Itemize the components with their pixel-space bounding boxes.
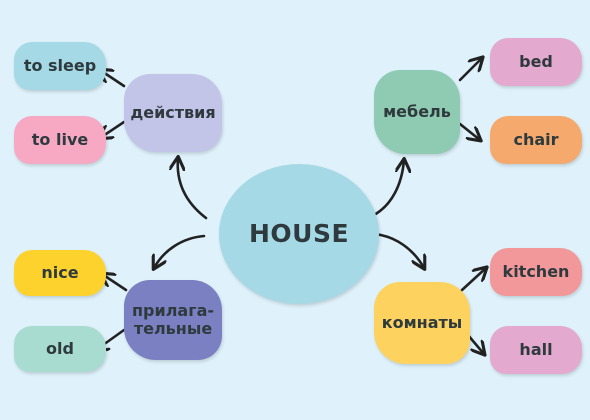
category-rooms: комнаты [374, 282, 470, 364]
leaf-kitchen: kitchen [490, 248, 582, 296]
leaf-old: old [14, 326, 106, 372]
arrow-center-to-actions [178, 158, 208, 220]
arrow-rooms-to-kitchen [460, 268, 486, 292]
leaf-nice: nice [14, 250, 106, 296]
leaf-to-live: to live [14, 116, 106, 164]
leaf-to-live-label: to live [31, 129, 89, 149]
leaf-chair-label: chair [513, 129, 559, 149]
leaf-chair: chair [490, 116, 582, 164]
arrow-center-to-furniture [370, 160, 404, 218]
leaf-old-label: old [46, 338, 74, 358]
category-furniture-label: мебель [383, 101, 451, 121]
leaf-bed: bed [490, 38, 582, 86]
leaf-to-sleep: to sleep [14, 42, 106, 90]
leaf-hall-label: hall [519, 339, 553, 359]
category-adjectives: прилага- тельные [124, 280, 222, 360]
leaf-kitchen-label: kitchen [502, 261, 570, 281]
arrow-adjectives-to-nice [102, 274, 128, 292]
arrow-center-to-rooms [372, 232, 424, 268]
category-actions: действия [124, 74, 222, 152]
arrow-center-to-adjectives [154, 234, 206, 268]
center-label: HOUSE [248, 218, 350, 248]
arrow-furniture-to-bed [458, 58, 482, 82]
leaf-nice-label: nice [41, 262, 79, 282]
category-adjectives-label-line1: прилага- [131, 300, 215, 320]
center-node-house: HOUSE [219, 164, 379, 304]
category-rooms-label: комнаты [381, 312, 463, 332]
leaf-bed-label: bed [519, 51, 553, 71]
arrow-furniture-to-chair [458, 122, 480, 140]
leaf-to-sleep-label: to sleep [23, 55, 97, 75]
leaf-hall: hall [490, 326, 582, 374]
category-actions-label: действия [130, 102, 216, 122]
category-adjectives-label-line2: тельные [133, 319, 213, 338]
category-furniture: мебель [374, 70, 460, 154]
